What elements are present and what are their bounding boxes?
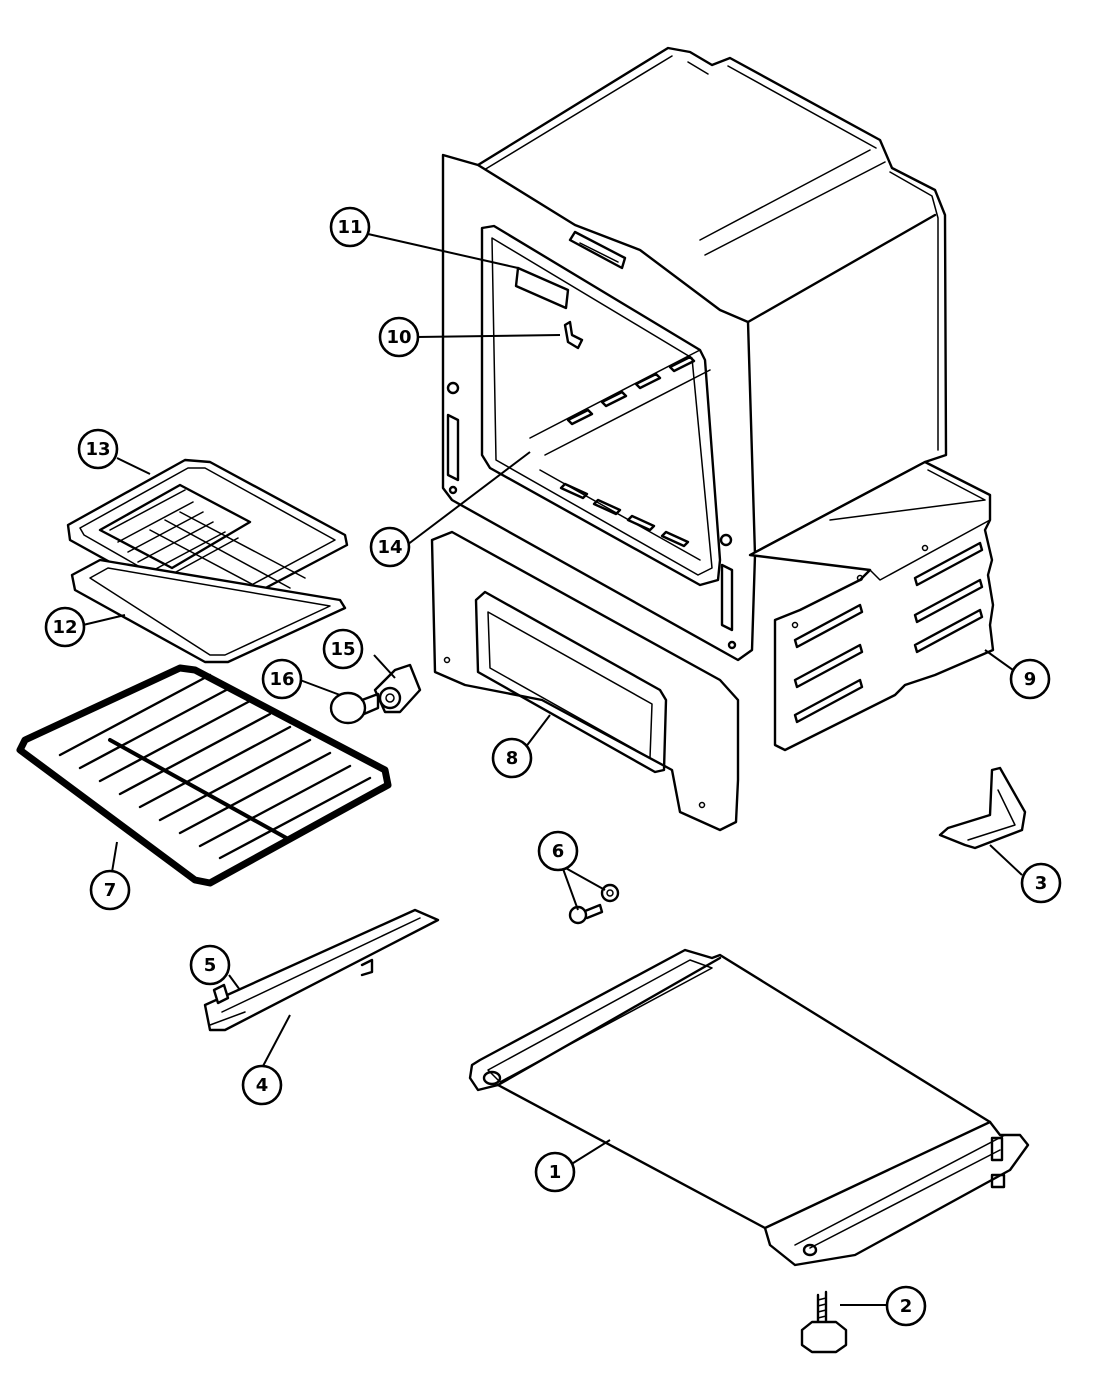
callout-5: 5 [189,944,231,986]
callout-7: 7 [89,869,131,911]
callout-label: 9 [1024,669,1037,690]
light-bulb-16 [329,691,380,725]
callout-label: 7 [104,880,117,901]
callout-label: 1 [549,1162,562,1183]
callout-label: 4 [256,1075,269,1096]
callout-13: 13 [77,428,119,470]
callout-8: 8 [491,737,533,779]
callout-2: 2 [885,1285,927,1327]
oven-cavity [441,46,948,662]
callout-9: 9 [1009,658,1051,700]
callout-16: 16 [261,658,303,700]
bracket-3 [938,766,1027,850]
side-panel-9 [748,460,995,752]
drawer-bottom-1 [468,948,1030,1267]
callout-label: 11 [337,217,362,238]
callout-14: 14 [369,526,411,568]
callout-11: 11 [329,206,371,248]
callout-label: 10 [386,327,411,348]
front-panel-8 [430,530,740,832]
clip-5 [212,983,230,1005]
callout-12: 12 [44,606,86,648]
oven-rack-7 [16,664,392,887]
callout-label: 5 [204,955,217,976]
callout-label: 6 [552,841,565,862]
callout-label: 12 [52,617,77,638]
leveling-leg-2 [800,1290,848,1354]
callout-6: 6 [537,830,579,872]
callout-15: 15 [322,628,364,670]
callout-label: 14 [377,537,402,558]
broiler-pan-insert-12 [70,558,347,664]
callout-label: 15 [330,639,355,660]
screw-washer-6 [568,883,620,925]
callout-label: 2 [900,1296,913,1317]
callout-label: 13 [85,439,110,460]
lamp-socket-15 [373,663,422,714]
callout-label: 3 [1035,873,1048,894]
callout-label: 8 [506,748,519,769]
callout-4: 4 [241,1064,283,1106]
callout-label: 16 [269,669,294,690]
rail-4 [203,908,440,1032]
callout-3: 3 [1020,862,1062,904]
callout-10: 10 [378,316,420,358]
callout-1: 1 [534,1151,576,1193]
